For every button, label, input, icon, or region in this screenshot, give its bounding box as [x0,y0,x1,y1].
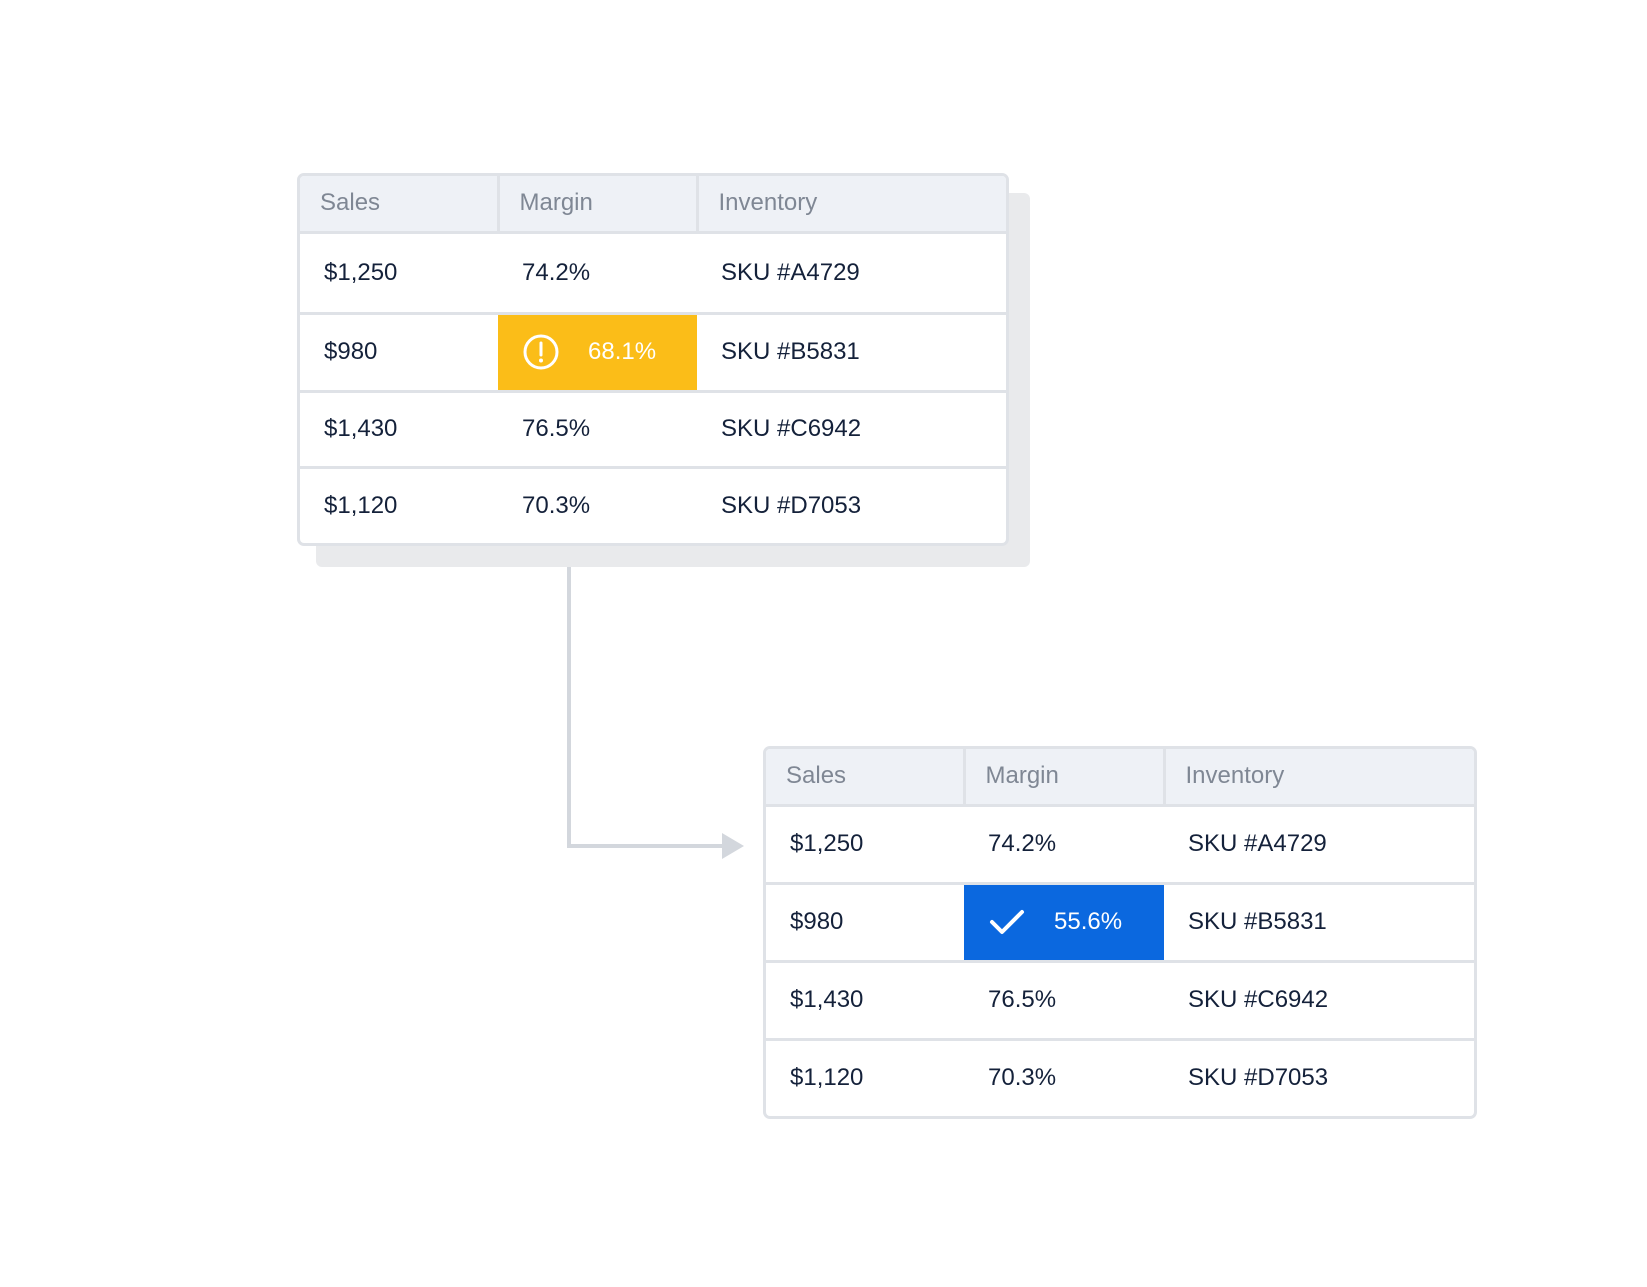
corrected-margin-value: 55.6% [1054,908,1123,935]
header-inventory: Inventory [1164,749,1474,807]
table-row: $1,430 76.5% SKU #C6942 [766,961,1474,1041]
table-row: $1,430 76.5% SKU #C6942 [300,391,1006,469]
cell-margin: 76.5% [498,391,697,469]
cell-inventory: SKU #B5831 [697,313,1006,393]
table-row: $980 55.6% SKU #B5831 [766,883,1474,963]
header-sales: Sales [766,749,966,807]
cell-inventory: SKU #D7053 [721,491,862,519]
after-table: Sales Margin Inventory $1,250 74.2% SKU … [763,746,1477,1119]
header-inventory: Inventory [697,176,1006,234]
table-row: $1,120 70.3% SKU #D7053 [766,1039,1474,1116]
table-header-row: Sales Margin Inventory [766,749,1474,807]
cell-margin: 70.3% [988,1064,1057,1092]
cell-sales: $1,430 [766,961,964,1041]
cell-inventory: SKU #A4729 [697,232,1006,315]
table-header-row: Sales Margin Inventory [300,176,1006,234]
cell-margin: 70.3% [522,491,591,519]
table-row: $1,120 70.3% SKU #D7053 [300,467,1006,543]
cell-margin: 74.2% [964,805,1164,885]
table-row: $1,250 74.2% SKU #A4729 [300,232,1006,315]
cell-inventory: SKU #A4729 [1164,805,1474,885]
cell-inventory: SKU #C6942 [697,391,1006,469]
cell-sales: $1,250 [766,805,964,885]
before-table: Sales Margin Inventory $1,250 74.2% SKU … [297,173,1009,546]
cell-sales: $980 [300,313,498,393]
cell-sales: $1,120 [790,1064,864,1092]
cell-margin-flagged[interactable]: 68.1% [498,313,697,393]
arrow-right-icon [722,833,744,859]
cell-margin-corrected[interactable]: 55.6% [964,883,1164,963]
flagged-margin-value: 68.1% [588,338,657,365]
alert-circle-icon [522,333,560,371]
header-sales: Sales [300,176,500,234]
cell-inventory: SKU #D7053 [1188,1064,1329,1092]
checkmark-icon [988,903,1026,941]
cell-sales: $1,250 [300,232,498,315]
cell-sales: $980 [766,883,964,963]
cell-sales: $1,120 [324,491,398,519]
cell-margin: 74.2% [498,232,697,315]
cell-margin: 76.5% [964,961,1164,1041]
cell-inventory: SKU #B5831 [1164,883,1474,963]
table-row: $1,250 74.2% SKU #A4729 [766,805,1474,885]
cell-inventory: SKU #C6942 [1164,961,1474,1041]
header-margin: Margin [964,749,1166,807]
cell-sales: $1,430 [300,391,498,469]
header-margin: Margin [498,176,699,234]
table-row: $980 68.1% [300,313,1006,393]
